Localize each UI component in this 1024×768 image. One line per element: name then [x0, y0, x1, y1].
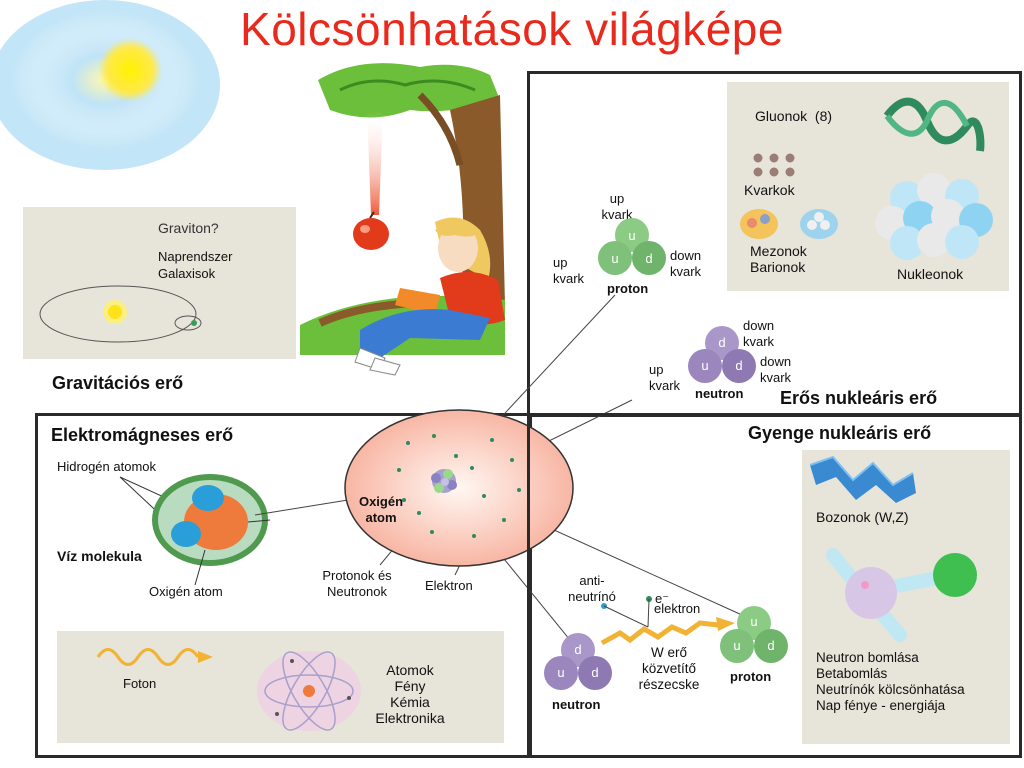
neutron-quark-d1: d: [718, 335, 726, 350]
proton-down-label: down kvark: [670, 248, 702, 279]
gravity-panel: [23, 207, 296, 359]
bosons-label: Bozonok (W,Z): [816, 509, 909, 525]
nucleon-cluster-icon: [875, 173, 993, 260]
e-minus-label: e⁻: [655, 591, 670, 606]
graviton-label: Graviton?: [158, 220, 219, 236]
proton-quark-d: d: [645, 251, 653, 266]
w-boson-label: W erő közvetítő részecske: [638, 645, 700, 692]
water-molecule-icon: [119, 474, 271, 566]
weak-proton-icon: [720, 606, 788, 663]
atom-orbit-icon: [257, 651, 361, 731]
nucleons-label: Nukleonok: [897, 266, 964, 282]
weak-proton-quark-u2: u: [733, 638, 741, 653]
weak-list: Neutron bomlása Betabomlás Neutrínók köl…: [816, 650, 965, 713]
antineutrino-label: anti- neutrínó: [568, 573, 616, 604]
proton-particle-icon: [598, 218, 666, 275]
em-list: Atomok Fény Kémia Elektronika: [375, 662, 445, 726]
weak-neutron-label: neutron: [552, 697, 601, 712]
proton-label: proton: [607, 281, 649, 296]
electron-label: Elektron: [425, 578, 473, 593]
photon-label: Foton: [123, 676, 157, 691]
tree-icon: [300, 63, 505, 355]
neutron-down-top-label: down kvark: [743, 318, 775, 349]
sun-icon: [0, 0, 220, 170]
electron-weak-label: elektron: [654, 601, 701, 616]
neutron-quark-d2: d: [735, 358, 743, 373]
gluon-helix-icon: [883, 97, 985, 152]
baryons-label: Barionok: [750, 259, 806, 275]
em-heading: Elektromágneses erő: [51, 425, 234, 445]
gravity-heading: Gravitációs erő: [52, 373, 184, 393]
photon-wave-icon: [96, 648, 213, 666]
protons-neutrons-label: Protonok és Neutronok: [322, 568, 392, 599]
oxygen-atom-label: Oxigén atom: [149, 584, 223, 599]
girl-reading-icon: [354, 217, 505, 376]
oxygen-atom-center-label: Oxigén atom: [358, 494, 404, 525]
quarks-label: Kvarkok: [744, 182, 795, 198]
weak-neutron-quark-d2: d: [591, 665, 599, 680]
meson-icon: [740, 209, 778, 239]
proton-up-left-label: up kvark: [553, 255, 585, 286]
w-boson-zigzag-icon: [600, 596, 735, 646]
weak-proton-quark-d: d: [767, 638, 775, 653]
weak-neutron-icon: [544, 633, 612, 690]
orbit-diagram: [39, 285, 202, 343]
neutron-up-left-label: up kvark: [649, 362, 681, 393]
weak-neutron-quark-d1: d: [574, 642, 582, 657]
strong-heading: Erős nukleáris erő: [780, 388, 938, 408]
baryon-icon: [800, 209, 838, 239]
em-force-frame: [35, 413, 532, 758]
water-label: Víz molekula: [57, 548, 142, 564]
weak-heading: Gyenge nukleáris erő: [748, 423, 932, 443]
proton-quark-u2: u: [611, 251, 619, 266]
weak-force-frame: [527, 413, 1022, 758]
boson-particle-icon: [826, 548, 977, 642]
hydrogen-label: Hidrogén atomok: [57, 459, 156, 474]
proton-quark-u1: u: [628, 228, 636, 243]
gluons-label: Gluonok (8): [755, 108, 833, 124]
page-title: Kölcsönhatások világképe: [240, 3, 784, 55]
weak-proton-label: proton: [730, 669, 772, 684]
weak-proton-quark-u1: u: [750, 614, 758, 629]
proton-up-top-label: up kvark: [601, 191, 633, 222]
falling-light-icon: [367, 110, 383, 215]
galaxies-label: Galaxisok: [158, 266, 216, 281]
neutron-label-strong: neutron: [695, 386, 744, 401]
neutron-particle-icon: [688, 326, 756, 383]
neutron-down-right-label: down kvark: [760, 354, 792, 385]
weak-neutron-quark-u: u: [557, 665, 565, 680]
neutron-quark-u: u: [701, 358, 709, 373]
boson-ribbon-icon: [809, 455, 916, 503]
apple-icon: [353, 211, 389, 250]
weak-panel: [802, 450, 1010, 744]
oxygen-atom-icon: [344, 409, 574, 567]
quark-dots-icon: [753, 153, 795, 177]
solar-system-label: Naprendszer: [158, 249, 233, 264]
oxygen-pointer: [194, 549, 206, 586]
mesons-label: Mezonok: [750, 243, 807, 259]
